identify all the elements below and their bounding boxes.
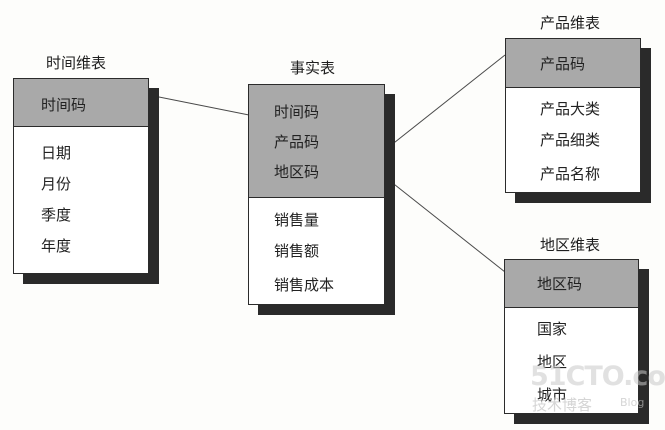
time-dim-field: 日期 [41, 144, 72, 162]
fact-measure: 销售量 [274, 211, 320, 229]
fact-key-section: 时间码 产品码 地区码 [249, 85, 384, 198]
region-dim-field: 城市 [537, 386, 568, 404]
time-dim-table: 时间码 日期 月份 季度 年度 [13, 78, 159, 284]
region-dim-key: 地区码 [537, 275, 583, 293]
product-dim-table: 产品码 产品大类 产品细类 产品名称 [505, 38, 651, 203]
region-dim-field: 地区 [537, 353, 568, 371]
fact-measure: 销售额 [274, 242, 320, 260]
product-dim-key-section: 产品码 [506, 39, 640, 88]
region-dim-key-section: 地区码 [505, 260, 638, 308]
product-dim-field: 产品大类 [540, 100, 601, 118]
fact-table: 时间码 产品码 地区码 销售量 销售额 销售成本 [248, 84, 395, 315]
region-dim-title: 地区维表 [540, 236, 601, 254]
time-dim-field: 年度 [41, 237, 72, 255]
watermark-tagline: 技术博客 [532, 396, 593, 414]
time-dim-title: 时间维表 [46, 54, 107, 72]
watermark-blog: Blog [620, 396, 645, 409]
time-dim-key: 时间码 [41, 96, 87, 114]
time-dim-field: 季度 [41, 206, 72, 224]
time-dim-field: 月份 [41, 175, 72, 193]
time-dim-key-section: 时间码 [14, 79, 148, 127]
product-dim-field: 产品细类 [540, 131, 601, 149]
product-dim-title: 产品维表 [540, 14, 601, 32]
time-dim-box: 时间码 日期 月份 季度 年度 [13, 78, 149, 274]
region-dim-table: 地区码 国家 地区 城市 [504, 259, 649, 424]
fact-title: 事实表 [290, 59, 336, 77]
fact-box: 时间码 产品码 地区码 销售量 销售额 销售成本 [248, 84, 385, 305]
link-time-fact [148, 94, 250, 116]
watermark-site: 51CTO.com [530, 361, 665, 392]
fact-key: 地区码 [274, 163, 320, 181]
product-dim-key: 产品码 [540, 55, 586, 73]
link-fact-product [384, 54, 506, 151]
fact-key: 时间码 [274, 103, 320, 121]
fact-measure: 销售成本 [274, 276, 335, 294]
fact-key: 产品码 [274, 133, 320, 151]
product-dim-box: 产品码 产品大类 产品细类 产品名称 [505, 38, 641, 193]
product-dim-field: 产品名称 [540, 165, 601, 183]
region-dim-field: 国家 [537, 320, 568, 338]
region-dim-box: 地区码 国家 地区 城市 [504, 259, 639, 414]
link-fact-region [384, 176, 506, 273]
